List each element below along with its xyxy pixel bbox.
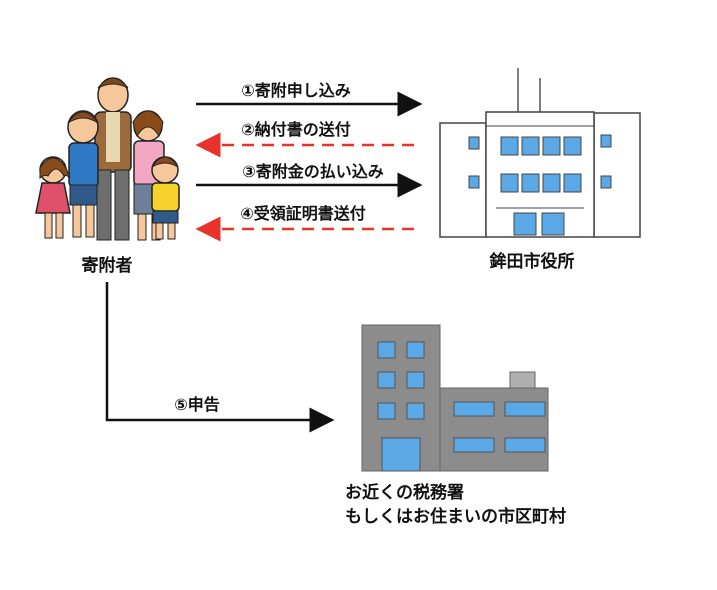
flow-label-1: ①寄附申し込み bbox=[241, 81, 351, 100]
city-office-label: 鉾田市役所 bbox=[490, 251, 575, 272]
father-figure bbox=[94, 77, 132, 241]
flow-label-4: ④受領証明書送付 bbox=[240, 204, 366, 223]
family-illustration bbox=[35, 77, 180, 241]
city-office-building bbox=[439, 68, 641, 238]
child-figure-yellow bbox=[151, 156, 180, 240]
flow-label-3: ③寄附金の払い込み bbox=[242, 162, 384, 181]
tax-office-label-line1: お近くの税務署 bbox=[345, 482, 464, 503]
flow-label-2: ②納付書の送付 bbox=[241, 120, 351, 139]
child-figure-blue bbox=[67, 110, 99, 238]
tax-office-building bbox=[361, 324, 549, 472]
child-figure-red bbox=[35, 156, 71, 239]
tax-office-label-line2: もしくはお住まいの市区町村 bbox=[345, 506, 566, 527]
flow-label-5: ⑤申告 bbox=[174, 395, 220, 414]
flow-arrow-5 bbox=[105, 282, 335, 433]
donor-label: 寄附者 bbox=[82, 255, 133, 276]
